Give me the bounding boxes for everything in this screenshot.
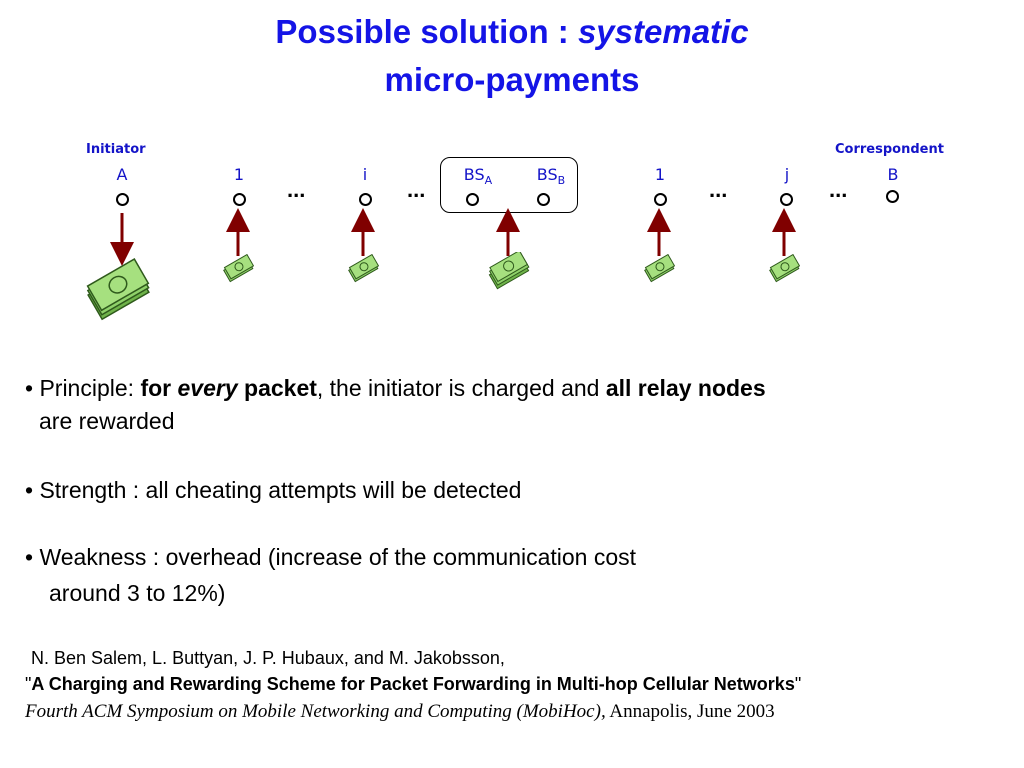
- bullet-strength: • Strength : all cheating attempts will …: [25, 477, 522, 503]
- node-label-a: A: [116, 165, 128, 184]
- node-label-j: j: [784, 165, 790, 184]
- bullet-weakness: • Weakness : overhead (increase of the c…: [25, 544, 637, 570]
- money-bills-icon: [488, 252, 530, 290]
- ellipsis-2: ...: [407, 177, 426, 202]
- quote-close: ": [794, 674, 802, 694]
- title-prefix: Possible solution :: [275, 13, 578, 50]
- bullet-principle: • Principle: for every packet, the initi…: [25, 372, 766, 404]
- diagram-arrows: [110, 208, 796, 266]
- bullet-weakness-line2: around 3 to 12%): [49, 580, 226, 606]
- quote-open: ": [25, 674, 32, 694]
- principle-mid: , the initiator is charged and: [316, 375, 606, 401]
- node-label-1: 1: [233, 165, 245, 184]
- node-b-circle: [886, 190, 899, 203]
- ellipsis-4: ...: [829, 177, 848, 202]
- money-bill-icon: [769, 254, 800, 283]
- node-label-1b: 1: [654, 165, 666, 184]
- reference-venue: Fourth ACM Symposium on Mobile Networkin…: [25, 700, 775, 724]
- money-bill-icon: [644, 254, 675, 283]
- node-i-circle: [359, 193, 372, 206]
- principle-packet: packet: [237, 375, 317, 401]
- node-label-i: i: [362, 165, 368, 184]
- venue-italic: Fourth ACM Symposium on Mobile Networkin…: [25, 701, 606, 722]
- principle-prefix: • Principle:: [25, 375, 141, 401]
- title-italic: systematic: [577, 13, 749, 50]
- bs-a-sub: A: [484, 174, 493, 187]
- node-1-circle: [233, 193, 246, 206]
- node-bs-b-circle: [537, 193, 550, 206]
- bs-a-main: BS: [463, 165, 485, 184]
- node-bs-a-circle: [466, 193, 479, 206]
- paper-title: A Charging and Rewarding Scheme for Pack…: [31, 674, 795, 694]
- bs-b-main: BS: [536, 165, 558, 184]
- node-1b-circle: [654, 193, 667, 206]
- correspondent-role-label: Correspondent: [835, 142, 944, 157]
- principle-relay: all relay nodes: [605, 375, 766, 401]
- money-bill-icon: [223, 254, 254, 283]
- ellipsis-1: ...: [287, 177, 306, 202]
- money-bill-icon: [348, 254, 379, 283]
- node-j-circle: [780, 193, 793, 206]
- bs-b-sub: B: [557, 174, 566, 187]
- bullet-principle-line2: are rewarded: [39, 408, 175, 434]
- slide-title-line2: micro-payments: [384, 61, 640, 98]
- money-stack-icon: [86, 258, 150, 321]
- principle-every: every: [177, 375, 238, 401]
- initiator-role-label: Initiator: [86, 142, 146, 157]
- node-label-b: B: [887, 165, 899, 184]
- principle-for: for: [140, 375, 178, 401]
- ellipsis-3: ...: [709, 177, 728, 202]
- reference-authors: N. Ben Salem, L. Buttyan, J. P. Hubaux, …: [31, 648, 505, 668]
- reference-title: "A Charging and Rewarding Scheme for Pac…: [25, 672, 801, 696]
- node-label-bs-a: BSA: [438, 166, 518, 190]
- node-label-bs-b: BSB: [511, 166, 591, 190]
- node-a-circle: [116, 193, 129, 206]
- venue-rest: Annapolis, June 2003: [605, 701, 775, 722]
- slide-title-line1: Possible solution : systematic: [0, 12, 1024, 52]
